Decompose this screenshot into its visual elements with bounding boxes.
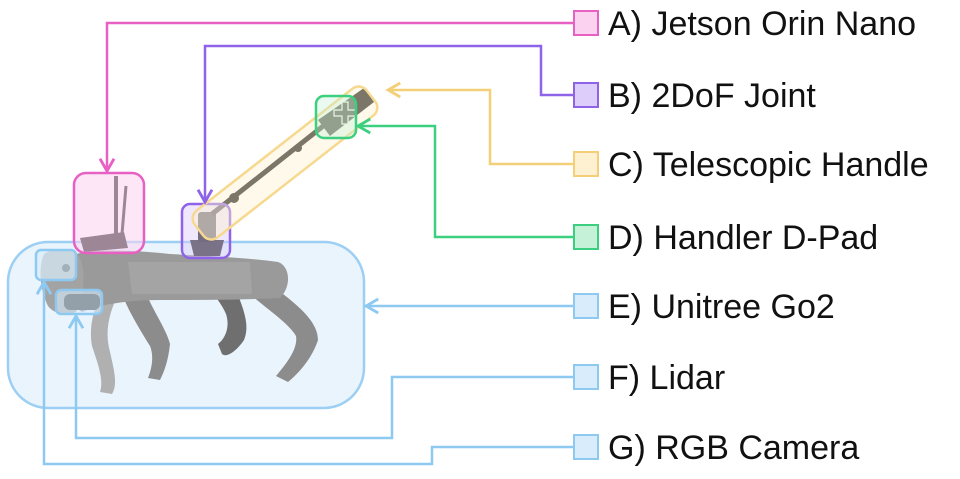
legend-item-b: B) 2DoF Joint bbox=[573, 77, 816, 115]
legend-item-c: C) Telescopic Handle bbox=[573, 146, 929, 184]
handle-collar-2 bbox=[294, 144, 302, 152]
legend-swatch-e bbox=[573, 293, 599, 319]
connector-a bbox=[98, 21, 574, 174]
handle-collar-1 bbox=[229, 193, 239, 203]
legend-swatch-f bbox=[573, 364, 599, 390]
legend-label-f: F) Lidar bbox=[608, 359, 725, 397]
connector-f bbox=[67, 313, 574, 440]
legend-swatch-b bbox=[573, 82, 599, 108]
legend-item-f: F) Lidar bbox=[573, 359, 725, 397]
legend-label-c: C) Telescopic Handle bbox=[608, 146, 929, 184]
robot-front-leg-right bbox=[90, 294, 118, 394]
robot-side-panel bbox=[128, 262, 252, 294]
legend-swatch-d bbox=[573, 224, 599, 250]
legend: A) Jetson Orin Nano B) 2DoF Joint C) Tel… bbox=[573, 5, 929, 467]
connector-b bbox=[196, 44, 574, 205]
robot-rear-leg-left bbox=[248, 282, 318, 382]
connector-c bbox=[385, 81, 574, 166]
legend-swatch-c bbox=[573, 151, 599, 177]
legend-label-d: D) Handler D-Pad bbox=[608, 219, 878, 257]
telescopic-handle-box bbox=[191, 85, 379, 241]
legend-label-a: A) Jetson Orin Nano bbox=[608, 5, 916, 43]
legend-item-a: A) Jetson Orin Nano bbox=[573, 5, 916, 43]
legend-label-g: G) RGB Camera bbox=[608, 429, 859, 467]
legend-label-e: E) Unitree Go2 bbox=[608, 288, 835, 326]
legend-item-d: D) Handler D-Pad bbox=[573, 219, 878, 257]
robot-front-leg-left bbox=[122, 288, 170, 380]
legend-item-e: E) Unitree Go2 bbox=[573, 288, 835, 326]
legend-item-g: G) RGB Camera bbox=[573, 429, 859, 467]
legend-swatch-g bbox=[573, 434, 599, 460]
connector-g bbox=[35, 279, 574, 466]
joint-base bbox=[190, 240, 224, 256]
rgb-camera-box bbox=[34, 248, 78, 282]
legend-label-b: B) 2DoF Joint bbox=[608, 77, 816, 115]
robot-rear-leg-right bbox=[212, 290, 247, 356]
jetson-orin-nano-box bbox=[72, 171, 146, 255]
connector-d bbox=[355, 117, 574, 239]
legend-swatch-a bbox=[573, 10, 599, 36]
lidar-box bbox=[54, 288, 104, 316]
handler-dpad-box bbox=[314, 94, 358, 140]
